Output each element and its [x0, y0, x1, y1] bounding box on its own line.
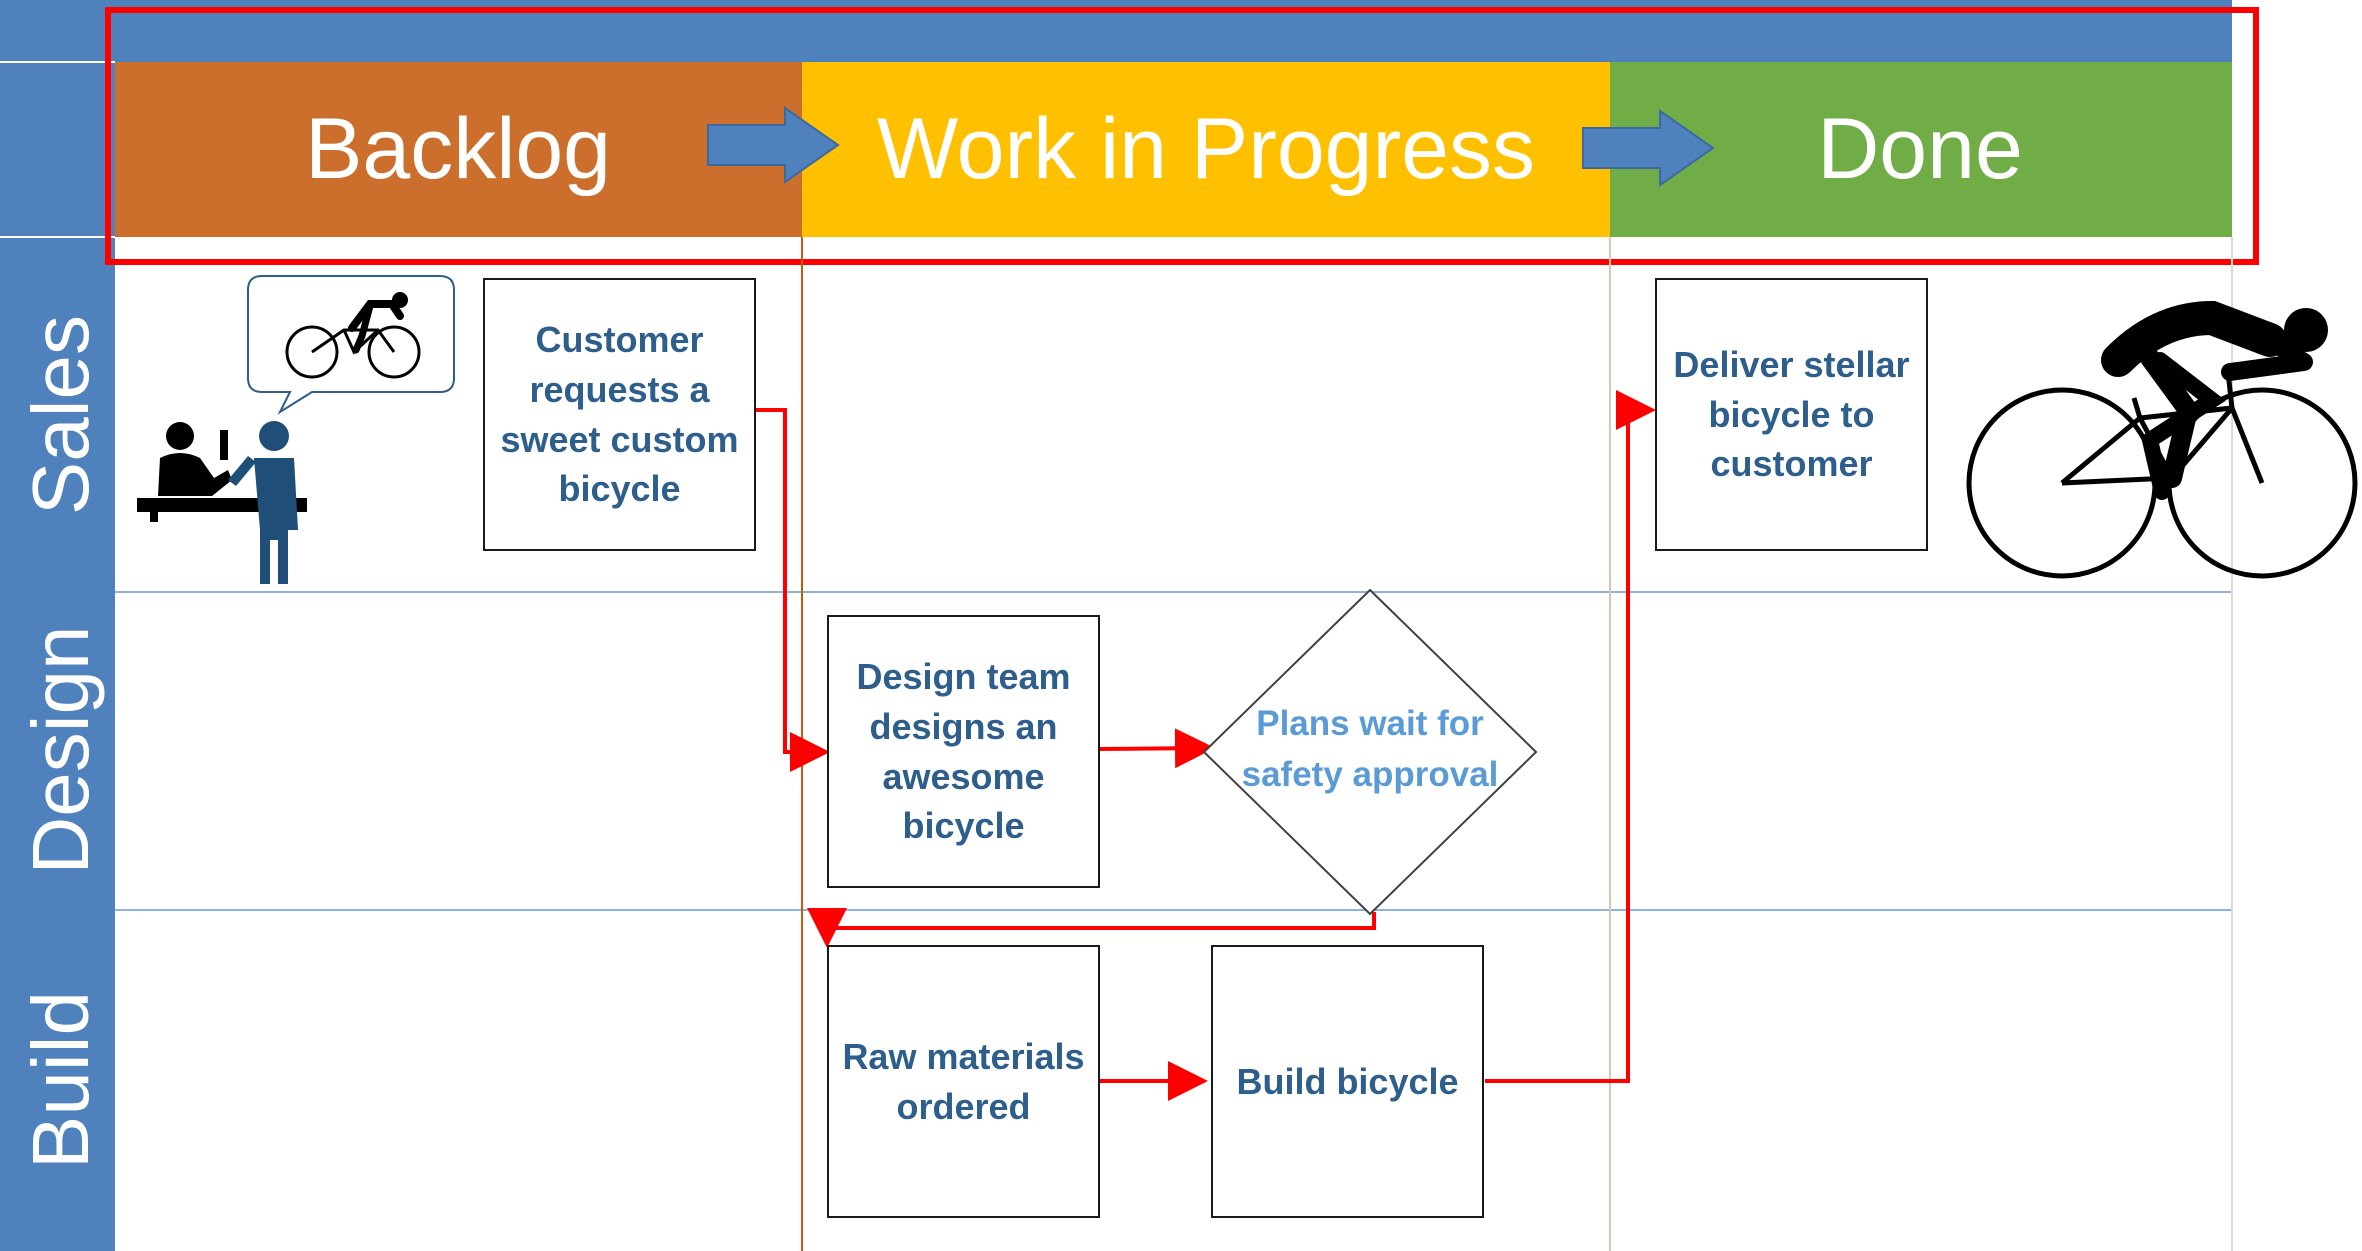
lane-label-build: Build [16, 991, 105, 1169]
card-deliver-text: Deliver stellar bicycle to customer [1673, 343, 1910, 485]
card-design-team [827, 615, 1100, 888]
flow-arrow [1099, 728, 1215, 769]
column-header-done [1610, 62, 2232, 237]
card-design-team-text: Design team designs an awesome bicycle [856, 656, 1071, 847]
column-label-backlog: Backlog [305, 101, 611, 197]
flow-arrow [1485, 390, 1656, 1083]
column-label-wip: Work in Progress [877, 101, 1535, 197]
header-arrow-icon [707, 106, 840, 184]
card-build-bicycle [1211, 945, 1484, 1218]
column-header-backlog [115, 62, 802, 237]
header-highlight-frame [105, 7, 2259, 265]
lane-label-sales: Sales [16, 315, 105, 515]
speech-bubble-bicycle-icon [247, 275, 455, 415]
header-arrow-icon [1582, 109, 1715, 187]
card-raw-materials-text: Raw materials ordered [842, 1035, 1085, 1127]
decision-safety-approval-text: Plans wait for safety approval [1241, 704, 1499, 794]
cyclist-icon [1966, 300, 2358, 579]
column-header-wip [802, 62, 1610, 237]
lane-label-strip [0, 0, 115, 1251]
card-deliver [1655, 278, 1928, 551]
column-label-done: Done [1817, 101, 2023, 197]
card-raw-materials [827, 945, 1100, 1218]
card-customer-request [483, 278, 756, 551]
flow-arrow [807, 908, 1376, 948]
flow-arrow [755, 408, 830, 772]
lane-label-design: Design [16, 625, 105, 874]
card-build-bicycle-text: Build bicycle [1236, 1060, 1459, 1102]
decision-safety-approval [1202, 588, 1538, 916]
salesperson-customer-icon [137, 421, 307, 584]
card-customer-request-text: Customer requests a sweet custom bicycle [500, 319, 739, 510]
